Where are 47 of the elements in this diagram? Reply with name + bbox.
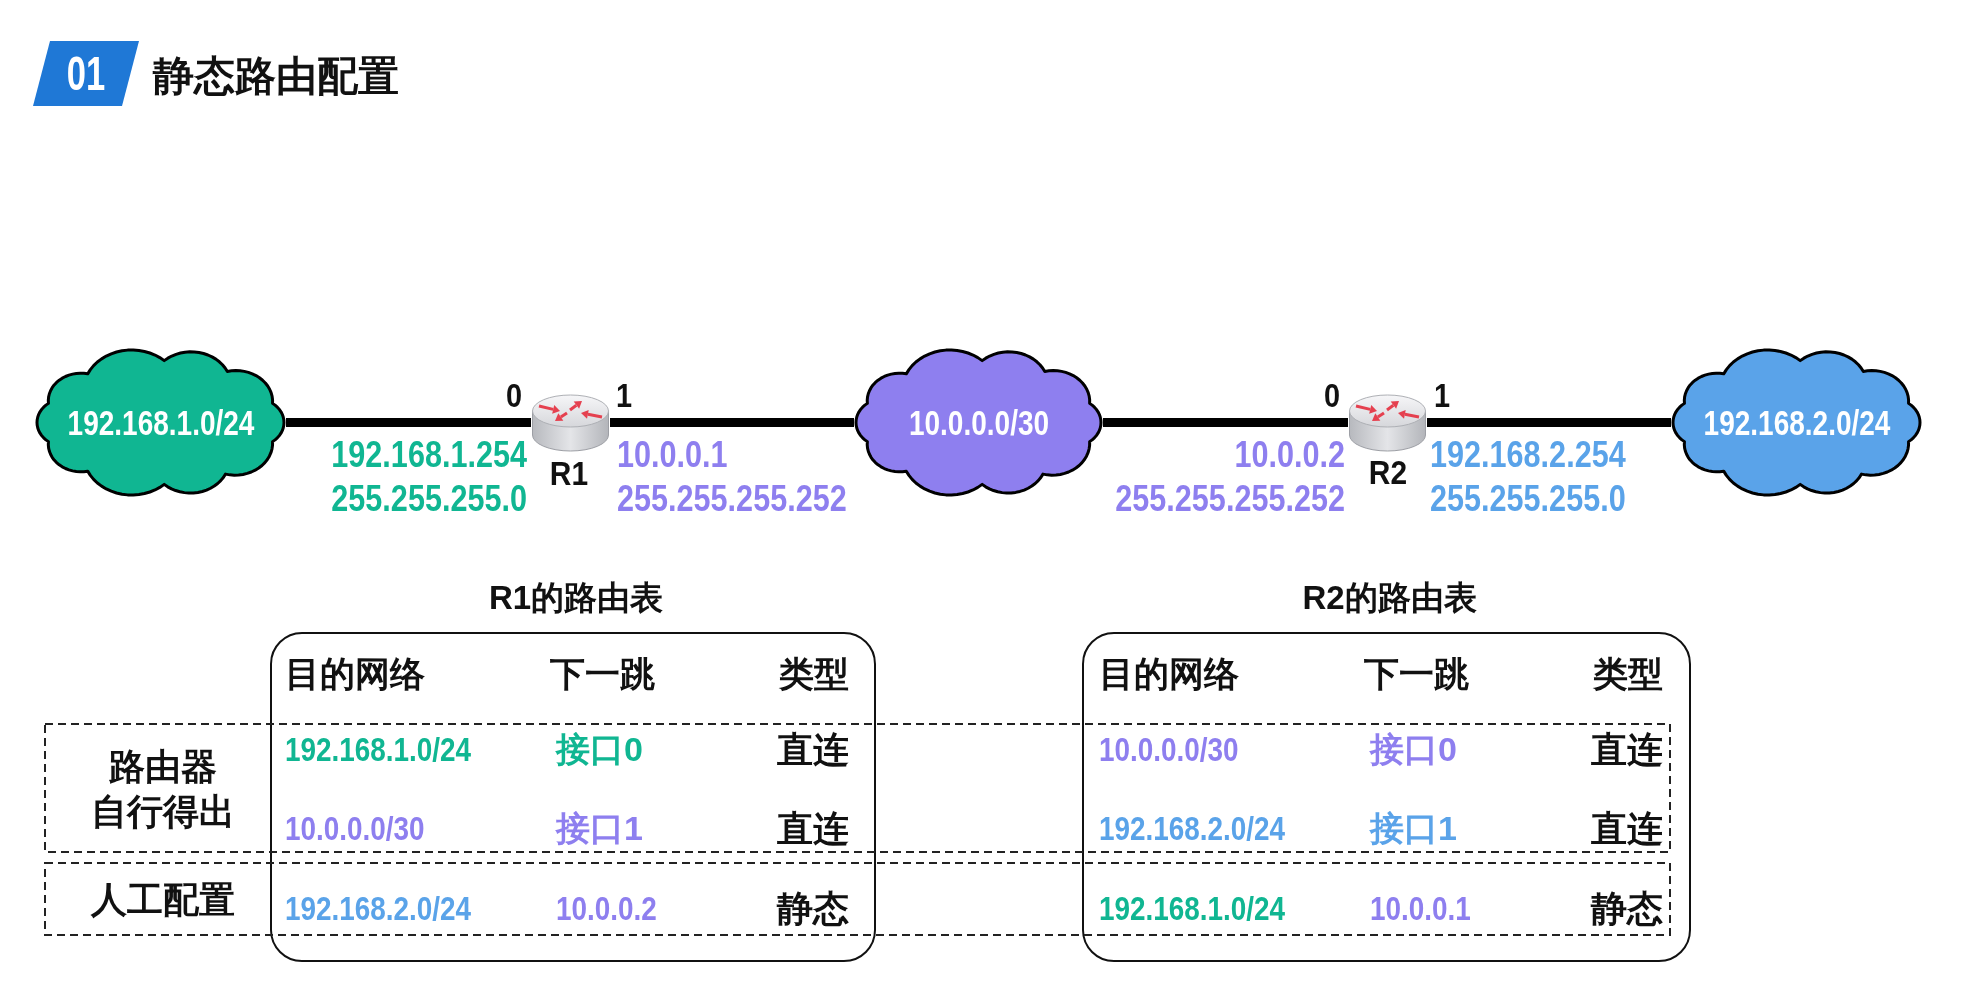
route-type: 静态 — [777, 886, 849, 930]
page-title: 静态路由配置 — [153, 51, 399, 101]
next-hop: 接口1 — [1370, 807, 1457, 849]
route-type: 直连 — [1591, 727, 1663, 771]
next-hop: 10.0.0.1 — [1370, 887, 1471, 929]
network-address: 10.0.0.0/30 — [908, 401, 1049, 444]
network-link — [286, 418, 531, 427]
interface-address: 192.168.2.254 255.255.255.0 — [1430, 433, 1626, 521]
route-type: 直连 — [1591, 806, 1663, 850]
table-title: R2的路由表 — [1302, 578, 1477, 618]
interface-number: 1 — [1433, 374, 1451, 416]
section-number: 01 — [66, 46, 106, 102]
route-type: 直连 — [777, 806, 849, 850]
route-type: 静态 — [1591, 886, 1663, 930]
interface-number: 0 — [1323, 374, 1341, 416]
interface-address: 10.0.0.2 255.255.255.252 — [1115, 433, 1345, 521]
column-header: 类型 — [779, 653, 849, 695]
interface-address: 192.168.1.254 255.255.255.0 — [331, 433, 527, 521]
row-group-label: 路由器自行得出 — [91, 745, 235, 834]
network-address: 192.168.2.0/24 — [1703, 401, 1890, 444]
column-header: 类型 — [1593, 653, 1663, 695]
network-link — [610, 418, 854, 427]
interface-number: 0 — [505, 374, 523, 416]
next-hop: 接口0 — [556, 728, 643, 770]
router-name: R2 — [1368, 451, 1408, 493]
destination-network: 10.0.0.0/30 — [285, 807, 425, 849]
network-link — [1103, 418, 1348, 427]
column-header: 目的网络 — [285, 653, 425, 695]
interface-address: 10.0.0.1 255.255.255.252 — [617, 433, 847, 521]
destination-network: 10.0.0.0/30 — [1099, 728, 1239, 770]
destination-network: 192.168.2.0/24 — [1099, 807, 1286, 849]
interface-number: 1 — [615, 374, 633, 416]
column-header: 下一跳 — [1363, 653, 1469, 695]
column-header: 下一跳 — [549, 653, 655, 695]
router-name: R1 — [549, 452, 589, 494]
network-link — [1427, 418, 1671, 427]
next-hop: 接口0 — [1370, 728, 1457, 770]
row-group-label: 人工配置 — [91, 877, 235, 922]
destination-network: 192.168.1.0/24 — [285, 728, 472, 770]
table-title: R1的路由表 — [488, 578, 664, 618]
column-header: 目的网络 — [1099, 653, 1239, 695]
next-hop: 10.0.0.2 — [556, 887, 657, 929]
next-hop: 接口1 — [556, 807, 643, 849]
destination-network: 192.168.1.0/24 — [1099, 887, 1286, 929]
network-address: 192.168.1.0/24 — [67, 401, 254, 444]
destination-network: 192.168.2.0/24 — [285, 887, 472, 929]
route-type: 直连 — [777, 727, 849, 771]
